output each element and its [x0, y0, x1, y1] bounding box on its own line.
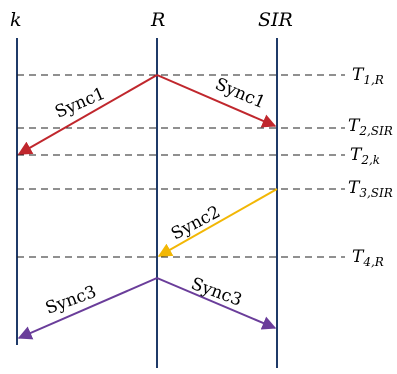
time-label-t2sir: T2,SIR [348, 116, 393, 138]
arrow-sync1-left [17, 74, 158, 155]
node-label-sir: SIR [258, 9, 293, 31]
time-label-t4r: T4,R [352, 247, 384, 269]
msg-label-sync3-right: Sync3 [188, 274, 244, 311]
arrow-sync3-right [156, 277, 277, 330]
arrow-sync1-right [156, 74, 277, 128]
msg-label-sync1-left: Sync1 [52, 84, 108, 123]
msg-label-sync1-right: Sync1 [212, 74, 268, 113]
time-label-t1r: T1,R [352, 65, 384, 87]
arrow-sync3-left [17, 277, 158, 340]
msg-label-sync3-left: Sync3 [43, 282, 99, 319]
msg-label-sync2: Sync2 [168, 202, 224, 244]
time-label-t3sir: T3,SIR [348, 178, 393, 200]
arrow-sync2 [157, 188, 278, 257]
time-label-t2k: T2,k [350, 145, 380, 167]
node-label-r: R [150, 9, 165, 31]
node-label-k: k [10, 9, 22, 31]
